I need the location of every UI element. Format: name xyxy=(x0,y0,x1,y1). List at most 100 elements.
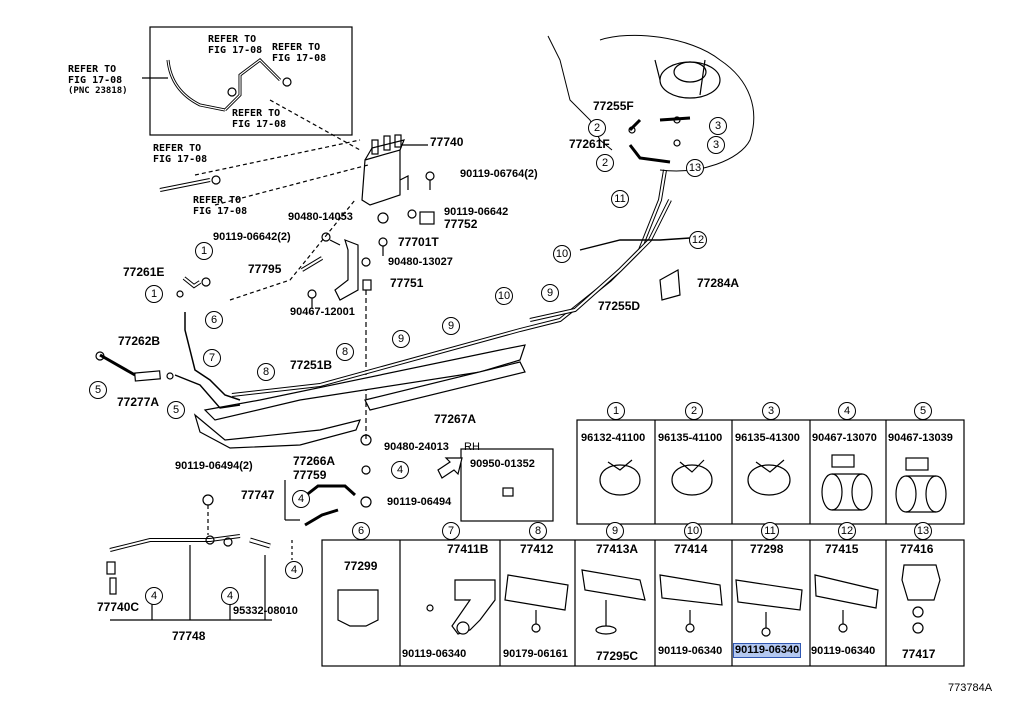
callout-6[interactable]: 6 xyxy=(205,311,223,329)
refer-line: REFER TO xyxy=(68,64,117,75)
part-label[interactable]: 90119-06494(2) xyxy=(175,460,253,472)
table-bottom-num: 10 xyxy=(684,522,702,540)
part-label[interactable]: 77701T xyxy=(398,235,439,249)
part-label[interactable]: 77284A xyxy=(697,276,740,290)
refer-line: FIG 17-08 xyxy=(272,53,327,64)
callout-12[interactable]: 12 xyxy=(689,231,707,249)
part-label[interactable]: 77759 xyxy=(293,468,327,482)
refer-line: FIG 17-08 xyxy=(68,75,123,86)
callout-1[interactable]: 1 xyxy=(145,285,163,303)
table-top-part[interactable]: 90467-13039 xyxy=(888,432,953,444)
refer-note: REFER TO FIG 17-08 xyxy=(272,42,326,64)
table-top-part[interactable]: 90467-13070 xyxy=(812,432,877,444)
table-bottom-num: 13 xyxy=(914,522,932,540)
callout-9[interactable]: 9 xyxy=(392,330,410,348)
callout-1[interactable]: 1 xyxy=(195,242,213,260)
refer-line: REFER TO xyxy=(193,195,242,206)
protector-77266a xyxy=(193,413,361,449)
charcoal-canister xyxy=(361,134,409,206)
callout-5[interactable]: 5 xyxy=(167,401,185,419)
callout-2[interactable]: 2 xyxy=(588,119,606,137)
part-label[interactable]: 77266A xyxy=(293,454,336,468)
callout-3[interactable]: 3 xyxy=(707,136,725,154)
callout-4[interactable]: 4 xyxy=(285,561,303,579)
refer-note: REFER TO FIG 17-08 xyxy=(193,195,247,217)
diagram-id: 773784A xyxy=(948,682,993,694)
table-bottom-num: 12 xyxy=(838,522,856,540)
table-bottom-part[interactable]: 77416 xyxy=(900,542,934,556)
table-top-part[interactable]: 96135-41300 xyxy=(735,432,800,444)
refer-inset-box xyxy=(149,26,353,136)
callout-11[interactable]: 11 xyxy=(611,190,629,208)
table-bottom-num: 9 xyxy=(606,522,624,540)
part-label[interactable]: 77795 xyxy=(248,262,282,276)
table-bottom-part[interactable]: 77411B xyxy=(447,542,489,556)
callout-3[interactable]: 3 xyxy=(709,117,727,135)
refer-line: FIG 17-08 xyxy=(153,154,208,165)
table-bottom-sub-highlighted[interactable]: 90119-06340 xyxy=(733,643,802,658)
table-top-part[interactable]: 96135-41100 xyxy=(658,432,723,444)
part-label[interactable]: 90480-24013 xyxy=(384,441,449,453)
callout-8[interactable]: 8 xyxy=(336,343,354,361)
table-bottom-num: 8 xyxy=(529,522,547,540)
callout-2[interactable]: 2 xyxy=(596,154,614,172)
callout-7[interactable]: 7 xyxy=(203,349,221,367)
part-label[interactable]: 77262B xyxy=(118,334,161,348)
part-label[interactable]: 90119-06494 xyxy=(387,496,452,508)
callout-4[interactable]: 4 xyxy=(145,587,163,605)
part-label[interactable]: 77267A xyxy=(434,412,477,426)
table-bottom-sub[interactable]: 90119-06340 xyxy=(658,645,723,657)
part-label[interactable]: 90480-14053 xyxy=(288,211,353,223)
part-label[interactable]: 77740 xyxy=(430,135,464,149)
callout-9[interactable]: 9 xyxy=(541,284,559,302)
callout-13[interactable]: 13 xyxy=(686,159,704,177)
part-label[interactable]: 77748 xyxy=(172,629,206,643)
callout-4[interactable]: 4 xyxy=(221,587,239,605)
table-top-part[interactable]: 96132-41100 xyxy=(581,432,646,444)
callout-5[interactable]: 5 xyxy=(89,381,107,399)
part-label[interactable]: 77752 xyxy=(444,217,478,231)
part-label[interactable]: 90119-06642 xyxy=(444,206,509,218)
table-bottom-sub[interactable]: 90179-06161 xyxy=(503,648,568,660)
refer-line: (PNC 23818) xyxy=(68,86,128,96)
part-label[interactable]: 77740C xyxy=(97,600,140,614)
part-label[interactable]: 77251B xyxy=(290,358,333,372)
table-bottom-part[interactable]: 77299 xyxy=(344,559,378,573)
callout-8[interactable]: 8 xyxy=(257,363,275,381)
part-label[interactable]: 77751 xyxy=(390,276,424,290)
table-bottom-part[interactable]: 77414 xyxy=(674,542,708,556)
table-bottom-part[interactable]: 77413A xyxy=(596,542,639,556)
part-label[interactable]: 77261E xyxy=(123,265,165,279)
rh-label: RH xyxy=(464,441,480,453)
clamp-table-bottom xyxy=(321,539,965,667)
refer-line: REFER TO xyxy=(208,34,257,45)
part-label[interactable]: 77261F xyxy=(569,137,610,151)
part-label[interactable]: 90119-06764(2) xyxy=(460,168,538,180)
part-label[interactable]: 90480-13027 xyxy=(388,256,453,268)
table-bottom-sub[interactable]: 90119-06340 xyxy=(402,648,467,660)
callout-4[interactable]: 4 xyxy=(292,490,310,508)
callout-10[interactable]: 10 xyxy=(553,245,571,263)
part-label[interactable]: 90119-06642(2) xyxy=(213,231,291,243)
inset-box-90950 xyxy=(460,448,554,522)
callout-10[interactable]: 10 xyxy=(495,287,513,305)
table-bottom-part[interactable]: 77415 xyxy=(825,542,859,556)
protector-77251b xyxy=(203,344,526,421)
part-label[interactable]: 77255F xyxy=(593,99,634,113)
table-bottom-sub[interactable]: 77295C xyxy=(596,649,639,663)
part-label[interactable]: 90950-01352 xyxy=(470,458,535,470)
part-label[interactable]: 77277A xyxy=(117,395,160,409)
table-bottom-part[interactable]: 77298 xyxy=(750,542,784,556)
refer-line: REFER TO xyxy=(153,143,202,154)
part-label[interactable]: 77747 xyxy=(241,488,275,502)
refer-line: FIG 17-08 xyxy=(193,206,248,217)
part-label[interactable]: 95332-08010 xyxy=(233,605,298,617)
table-bottom-part[interactable]: 77412 xyxy=(520,542,554,556)
table-bottom-sub[interactable]: 90119-06340 xyxy=(811,645,876,657)
callout-9[interactable]: 9 xyxy=(442,317,460,335)
table-bottom-sub[interactable]: 77417 xyxy=(902,647,936,661)
callout-4[interactable]: 4 xyxy=(391,461,409,479)
part-label[interactable]: 77255D xyxy=(598,299,641,313)
part-label[interactable]: 90467-12001 xyxy=(290,306,355,318)
